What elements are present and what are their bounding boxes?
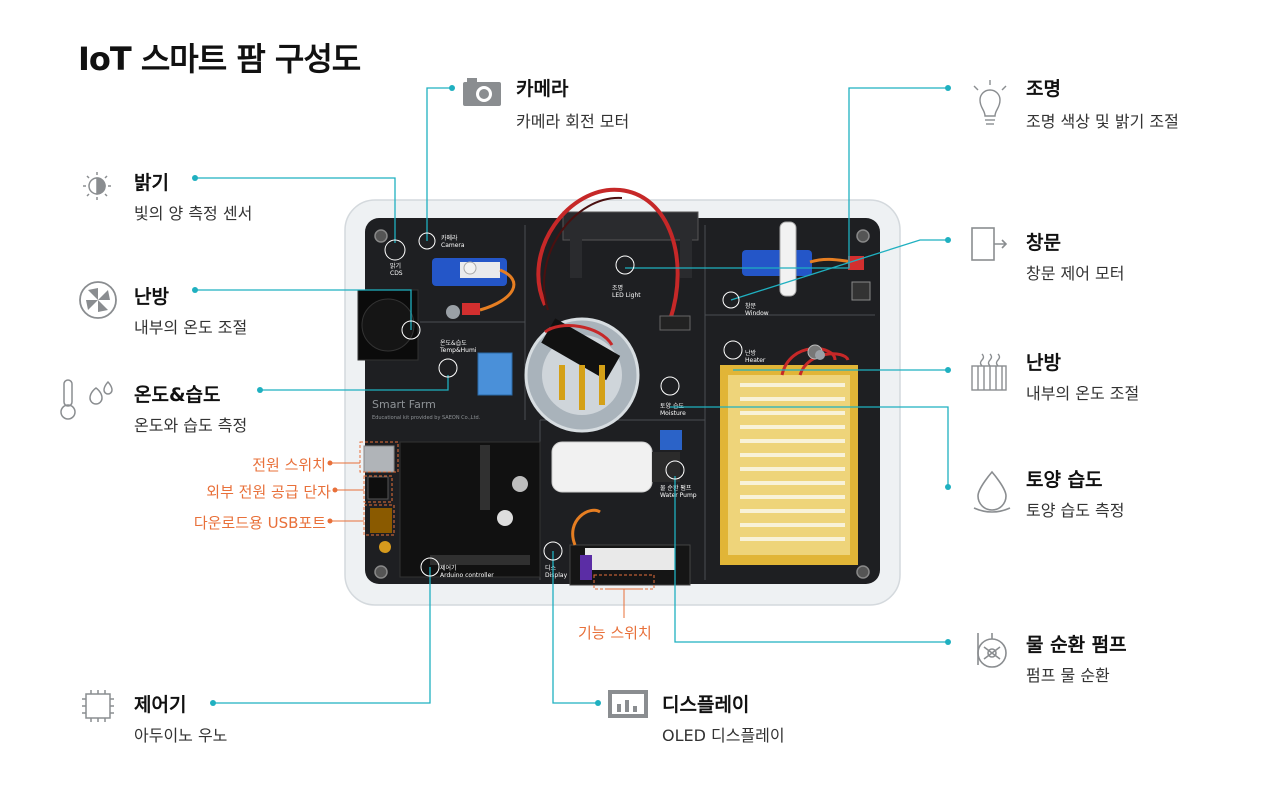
dht-sensor — [477, 352, 513, 396]
droplet-icon — [973, 470, 1011, 513]
brightness-callout-desc: 빛의 양 측정 센서 — [134, 204, 253, 223]
led-module-left — [446, 305, 460, 319]
board-label-moisture: Moisture — [660, 410, 686, 417]
camera-servo — [432, 258, 516, 315]
water-pump-callout-title: 물 순환 펌프 — [1026, 634, 1127, 656]
board-label-led: 조명 — [612, 284, 623, 292]
fan-icon — [79, 281, 117, 319]
power-switch-annotation: 전원 스위치 — [252, 456, 326, 474]
board-label-camera: Camera — [441, 242, 465, 249]
board-label-temp: 온도&습도 — [440, 339, 467, 347]
soil-moisture-callout-title: 토양 습도 — [1026, 469, 1103, 491]
board-label-arduino: Arduino controller — [440, 572, 494, 579]
arduino-board — [363, 441, 541, 578]
board-brand-name: Smart Farm — [372, 398, 436, 411]
lightbulb-icon — [973, 80, 1007, 125]
water-pump-callout-desc: 펌프 물 순환 — [1026, 666, 1110, 685]
door-icon — [971, 227, 1008, 261]
board-brand: Smart Farm Educational kit provided by S… — [372, 398, 481, 421]
brightness-icon — [83, 172, 111, 200]
board-label-display: Display — [545, 572, 568, 579]
board-label-moisture: 토양 습도 — [660, 402, 684, 410]
pump-icon — [977, 633, 1007, 668]
window-servo — [742, 221, 871, 301]
oled-display — [569, 508, 691, 586]
controller-callout-desc: 아두이노 우노 — [134, 726, 228, 745]
board-label-window: 창문 — [745, 302, 757, 310]
usb-port-annotation: 다운로드용 USB포트 — [193, 514, 326, 532]
board-brand-subtitle: Educational kit provided by SAEON Co.,Lt… — [372, 415, 481, 421]
board-label-pump: Water Pump — [660, 492, 697, 499]
temp-humidity-callout-desc: 온도와 습도 측정 — [134, 416, 248, 435]
radiator-icon — [971, 353, 1007, 391]
chip-icon — [82, 690, 114, 722]
heating-right-callout-desc: 내부의 온도 조절 — [1026, 384, 1140, 403]
water-pump — [512, 430, 682, 493]
board-label-camera: 카메라 — [441, 234, 458, 242]
page-title: IoT 스마트 팜 구성도 — [78, 40, 361, 78]
lighting-callout-title: 조명 — [1026, 78, 1061, 100]
board-label-cds: 밝기 — [390, 262, 401, 270]
leader-endpoints — [192, 85, 951, 706]
heating-left-callout-desc: 내부의 온도 조절 — [134, 318, 248, 337]
board-label-pump: 물 순환 펌프 — [660, 484, 692, 492]
bar-chart-icon — [608, 690, 648, 718]
external-power-annotation: 외부 전원 공급 단자 — [206, 483, 331, 501]
fan-module — [357, 289, 419, 361]
screw-holes — [374, 229, 870, 579]
temp-humidity-callout-title: 온도&습도 — [134, 384, 221, 406]
board-label-display: 디스 — [545, 564, 557, 572]
brightness-callout-title: 밝기 — [134, 172, 169, 194]
display-callout-desc: OLED 디스플레이 — [662, 726, 785, 745]
board-label-led: LED Light — [612, 292, 641, 299]
board-label-heater: 난방 — [745, 349, 757, 357]
lighting-callout-desc: 조명 색상 및 밝기 조절 — [1026, 112, 1179, 131]
camera-icon — [463, 78, 501, 106]
soil-moisture-callout-desc: 토양 습도 측정 — [1026, 501, 1125, 520]
display-callout-title: 디스플레이 — [662, 694, 750, 716]
thermometer-droplet-icon — [60, 379, 113, 420]
heating-left-callout-title: 난방 — [134, 286, 169, 308]
window-callout-desc: 창문 제어 모터 — [1026, 264, 1125, 283]
board-icon-circles — [384, 232, 743, 577]
orange-markers — [359, 441, 655, 590]
window-callout-title: 창문 — [1026, 232, 1061, 254]
orange-leader-lines — [330, 462, 640, 618]
heater-pad — [720, 344, 858, 565]
orange-arrow-dots — [327, 460, 338, 524]
controller-callout-title: 제어기 — [134, 694, 187, 716]
led-module-right — [815, 350, 825, 360]
board-label-temp: Temp&Humi — [439, 347, 477, 354]
camera-callout-desc: 카메라 회전 모터 — [516, 112, 630, 131]
board-label-arduino: 제어기 — [440, 564, 457, 572]
heating-right-callout-title: 난방 — [1026, 352, 1061, 374]
camera-callout-title: 카메라 — [516, 78, 569, 100]
soil-pot — [524, 315, 691, 433]
board-label-cds: CDS — [390, 270, 403, 277]
function-switch-annotation: 기능 스위치 — [578, 624, 652, 642]
board-label-heater: Heater — [745, 357, 766, 364]
board-label-window: Window — [745, 310, 769, 317]
leader-lines — [195, 87, 949, 704]
